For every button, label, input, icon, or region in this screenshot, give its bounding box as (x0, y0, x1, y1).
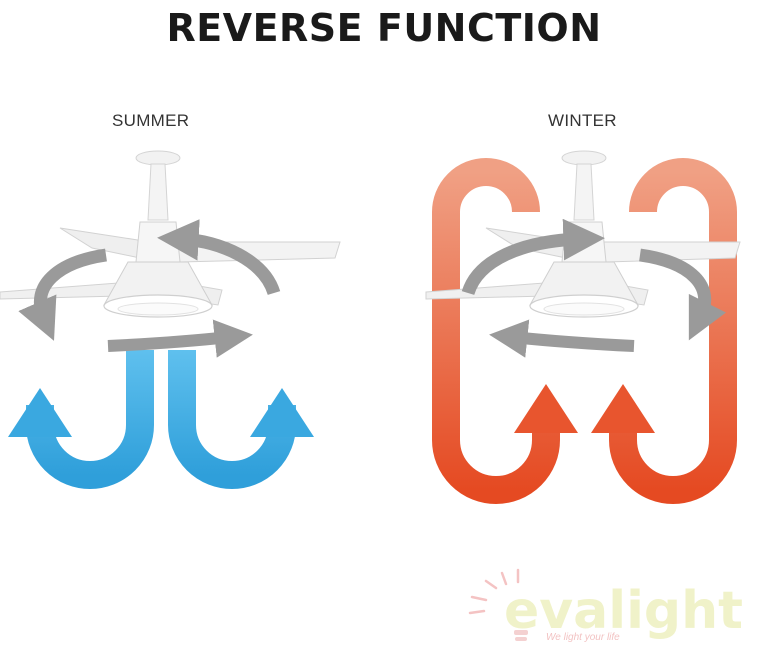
winter-rotation-arrows-icon (461, 218, 727, 358)
summer-airflow-right (168, 350, 296, 489)
summer-airflow-arrows-icon (8, 350, 314, 489)
winter-rotation-bottom (489, 319, 635, 358)
watermark-brand: evalight (504, 581, 743, 641)
summer-rotation-bottom (107, 319, 253, 358)
summer-rotation-left (18, 248, 108, 341)
winter-airflow-right-head (591, 384, 655, 433)
bulb-icon (468, 568, 528, 641)
winter-airflow-right (609, 158, 737, 504)
winter-rotation-top (461, 218, 605, 296)
summer-panel (0, 150, 341, 489)
winter-rotation-right (639, 248, 727, 341)
evalight-watermark-logo: evalight We light your life (468, 568, 743, 643)
diagram-title: REVERSE FUNCTION (166, 6, 602, 50)
winter-panel (425, 150, 741, 504)
winter-airflow-arrows-icon (432, 158, 737, 504)
summer-rotation-top (157, 219, 281, 296)
summer-label: SUMMER (112, 111, 190, 130)
summer-ceiling-fan-icon (0, 150, 341, 318)
summer-airflow-left (26, 350, 154, 489)
winter-airflow-left-head (514, 384, 578, 433)
watermark-tagline: We light your life (546, 632, 620, 643)
summer-airflow-left-head (8, 388, 72, 437)
winter-ceiling-fan-icon (425, 150, 741, 318)
winter-airflow-left (432, 158, 560, 504)
summer-airflow-right-head (250, 388, 314, 437)
winter-label: WINTER (548, 111, 617, 130)
summer-rotation-arrows-icon (18, 219, 281, 358)
